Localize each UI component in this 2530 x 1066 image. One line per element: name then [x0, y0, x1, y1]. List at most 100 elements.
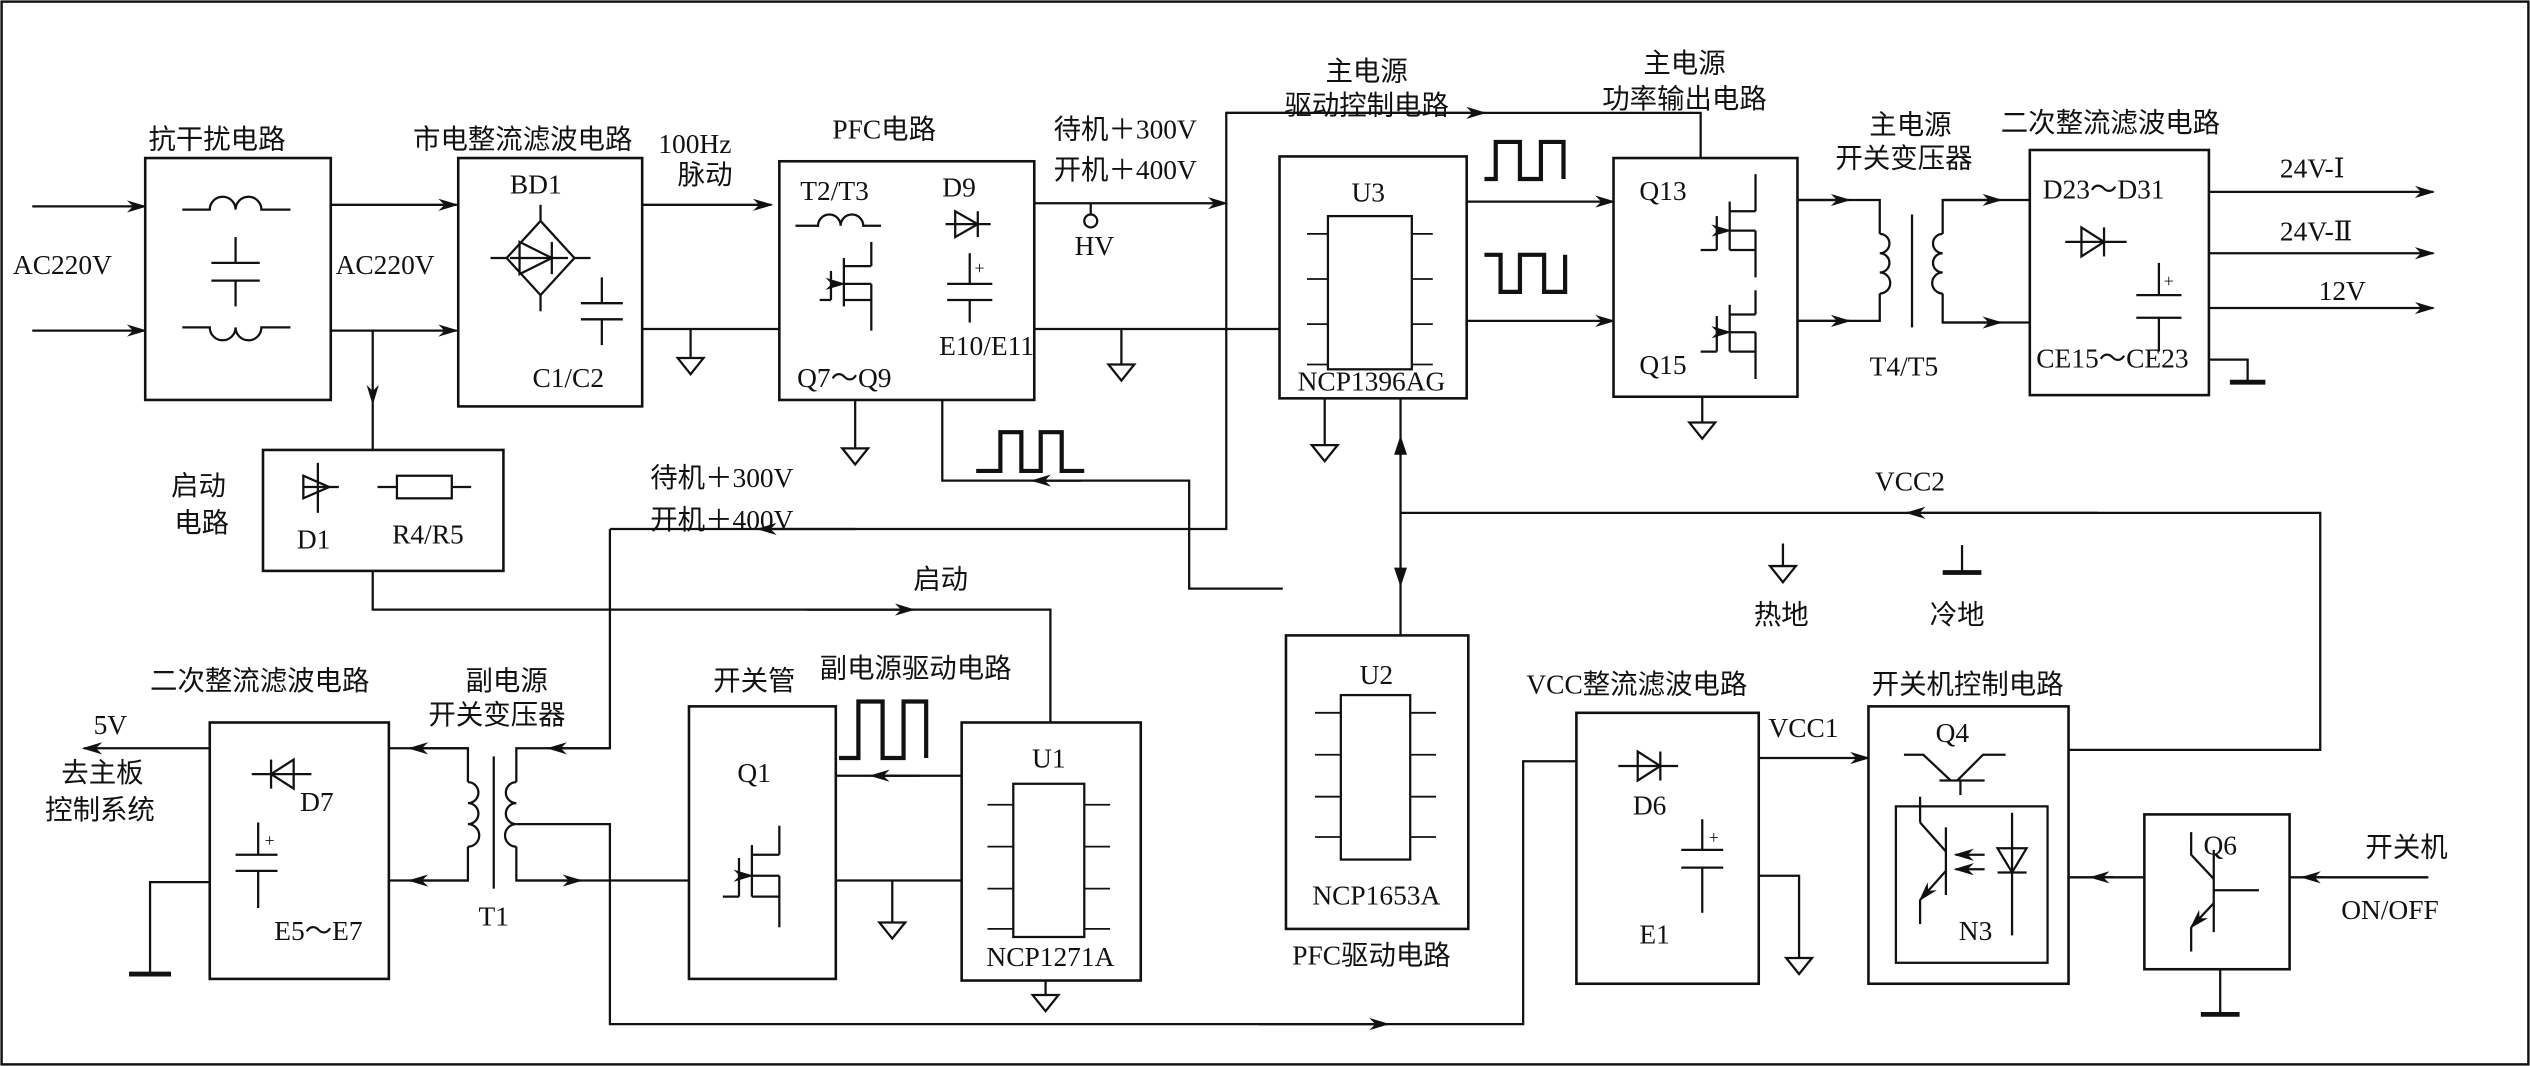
hot-ground-icon [1106, 328, 1137, 383]
ncp1396-label: NCP1396AG [1298, 366, 1446, 396]
e1-label: E1 [1639, 919, 1669, 949]
to-main-board-2: 控制系统 [45, 795, 155, 825]
ncp1271-label: NCP1271A [986, 942, 1114, 972]
pfc-drive-title: PFC驱动电路 [1292, 940, 1450, 970]
start-circuit-box [261, 448, 505, 573]
transformer-icon [1879, 214, 1943, 328]
mosfet-icon [819, 241, 873, 331]
main-drive-title-2: 驱动控制电路 [1284, 91, 1448, 121]
pulse-100hz-label: 100Hz [658, 129, 731, 159]
hot-ground-icon [1758, 874, 1815, 976]
cold-ground-icon [2208, 358, 2266, 385]
d7-label: D7 [300, 787, 334, 817]
output-24v-1: 24V-Ⅰ [2280, 153, 2345, 183]
main-transformer-title-2: 开关变压器 [1835, 144, 1972, 174]
pfc-box [778, 159, 1036, 402]
q6-box [2143, 813, 2291, 971]
q7q9-label: Q7～Q9 [797, 363, 891, 393]
main-power-title-2: 功率输出电路 [1602, 84, 1766, 114]
pulse-waveform [1484, 139, 1566, 182]
onoff-signal-label-2: ON/OFF [2341, 895, 2439, 925]
hot-ground-icon [1030, 980, 1061, 1013]
emi-title: 抗干扰电路 [148, 124, 285, 154]
transformer-icon [467, 756, 517, 889]
diode-icon [2065, 225, 2127, 259]
e5-e7-label: E5～E7 [274, 916, 362, 946]
ic-chip-icon [1306, 214, 1433, 371]
ac-mid-label: AC220V [336, 250, 435, 280]
plus-icon: + [265, 831, 275, 851]
u1-label: U1 [1032, 744, 1066, 774]
mosfet-icon [1700, 290, 1757, 379]
pulse-label: 脉动 [678, 160, 733, 190]
vcc-rectifier-box [1575, 711, 1761, 986]
pfc-title: PFC电路 [832, 115, 936, 145]
inductor-icon [795, 213, 881, 227]
pulse-waveform-inverted [1484, 252, 1568, 294]
diode-icon [1618, 749, 1679, 783]
onoff-control-title: 开关机控制电路 [1872, 669, 2064, 699]
n3-label: N3 [1959, 916, 1993, 946]
hv2-on-label: 开机＋400V [650, 505, 793, 535]
ic-chip-icon [1315, 693, 1437, 861]
plus-icon: + [1709, 827, 1719, 847]
output-12v: 12V [2319, 276, 2366, 306]
optocoupler-icon [1918, 796, 2029, 936]
main-power-title-1: 主电源 [1643, 49, 1725, 79]
main-transformer-title-1: 主电源 [1869, 110, 1951, 140]
q13-label: Q13 [1639, 176, 1686, 206]
vcc-rectifier-title: VCC整流滤波电路 [1526, 669, 1747, 699]
hv-standby-label: 待机＋300V [1054, 115, 1197, 145]
secondary-rectifier-main-box [2028, 148, 2211, 397]
q6-label: Q6 [2203, 831, 2237, 861]
t4t5-label: T4/T5 [1870, 352, 1939, 382]
cold-ground-icon [2200, 969, 2240, 1017]
bd1-label: BD1 [510, 170, 562, 200]
hot-ground-icon [675, 328, 706, 376]
capacitor-icon [211, 237, 260, 307]
u2-label: U2 [1360, 660, 1394, 690]
out-5v-label: 5V [94, 710, 128, 740]
secondary-rectifier-aux-box [208, 721, 391, 981]
npn-transistor-icon [2189, 832, 2259, 952]
aux-transformer-title-2: 开关变压器 [428, 700, 565, 730]
capacitor-icon [580, 277, 623, 346]
hot-ground-icon [1309, 398, 1340, 464]
start-label: 启动 [913, 565, 968, 595]
hot-ground-icon [1687, 396, 1718, 441]
output-24v-2: 24V-Ⅱ [2280, 216, 2352, 246]
hot-ground-icon [839, 399, 871, 467]
diode-icon [945, 209, 991, 240]
resistor-icon [377, 474, 472, 500]
ac-input-lines [32, 200, 148, 337]
diode-icon [302, 462, 339, 513]
hv2-standby-label: 待机＋300V [650, 463, 793, 493]
hv-on-label: 开机＋400V [1054, 155, 1197, 185]
vcc1-label: VCC1 [1768, 713, 1838, 743]
d1-label: D1 [297, 524, 331, 554]
mosfet-icon [1700, 174, 1757, 278]
rectifier-title: 市电整流滤波电路 [413, 124, 632, 154]
q1-label: Q1 [737, 758, 771, 788]
hot-ground-label: 热地 [1754, 600, 1809, 630]
onoff-control-box [1867, 705, 2070, 986]
mosfet-icon [722, 825, 781, 928]
inductor-icon [182, 195, 291, 342]
pulse-waveform [976, 430, 1085, 474]
electrolytic-capacitor-icon: + [2136, 262, 2182, 352]
t2t3-label: T2/T3 [800, 176, 869, 206]
secondary-aux-title: 二次整流滤波电路 [150, 666, 369, 696]
ic-chip-icon [987, 782, 1111, 939]
start-circuit-title-2: 电路 [174, 508, 229, 538]
electrolytic-capacitor-icon: + [1681, 819, 1724, 913]
hot-ground-legend-icon [1767, 543, 1799, 584]
optocoupler-box [1894, 805, 2049, 964]
emi-filter-box [143, 156, 333, 402]
start-circuit-title-1: 启动 [171, 471, 226, 501]
r4r5-label: R4/R5 [392, 519, 464, 549]
e10e11-label: E10/E11 [939, 331, 1034, 361]
q15-label: Q15 [1639, 350, 1686, 380]
output-lines [2208, 185, 2436, 315]
vcc2-label: VCC2 [1875, 466, 1945, 496]
